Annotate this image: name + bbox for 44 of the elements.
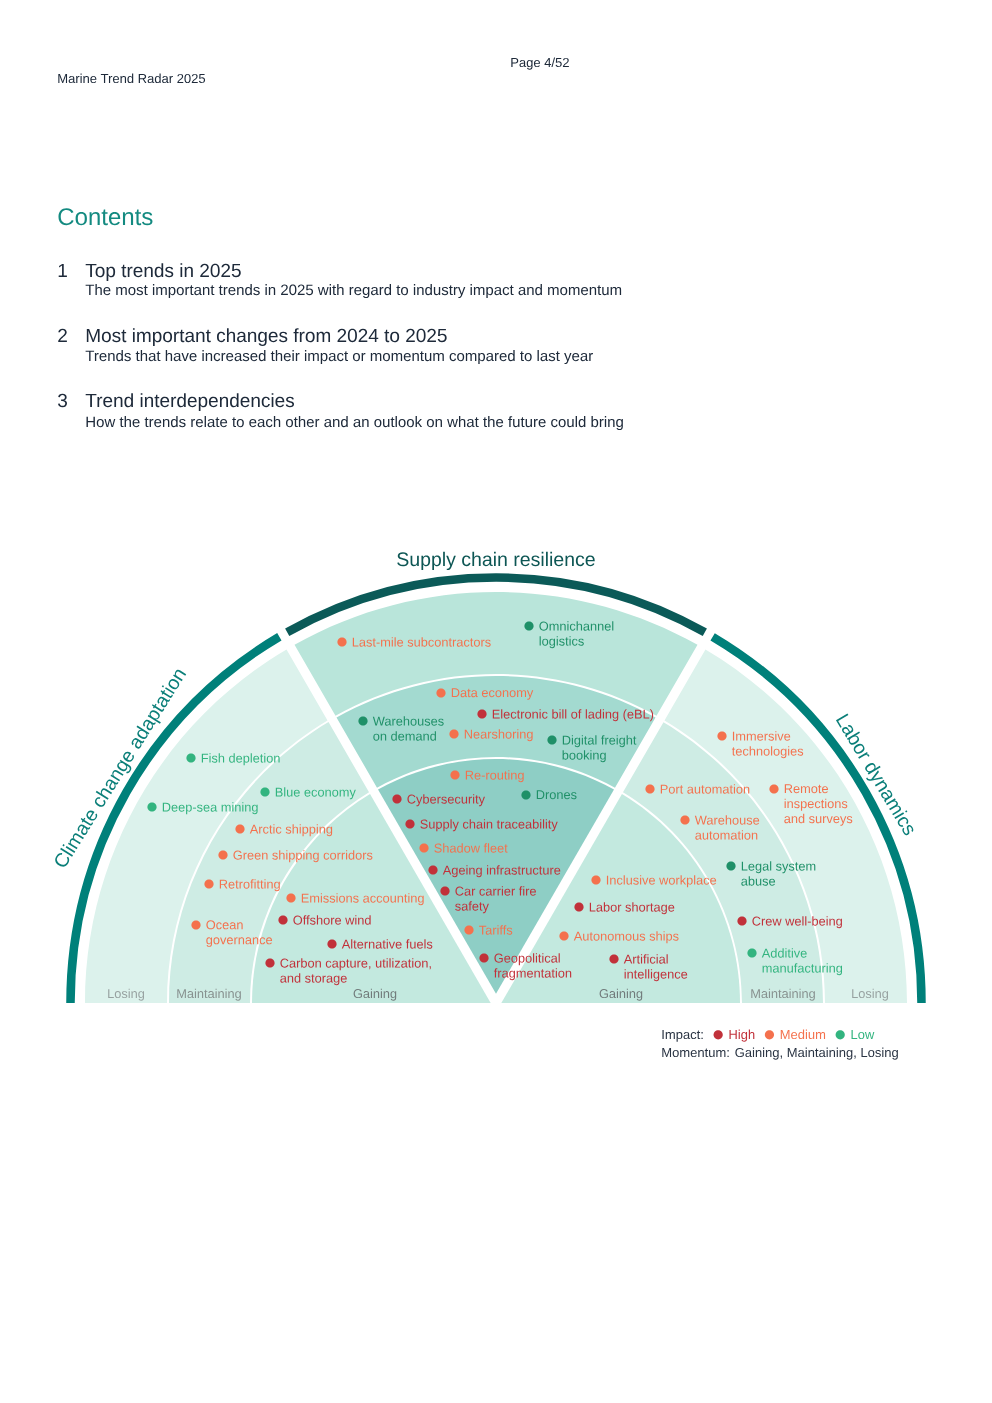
trend-label: Crew well-being <box>752 916 842 929</box>
trend-label: Digital freight booking <box>562 735 637 763</box>
running-header: Marine Trend Radar 2025 <box>58 73 206 84</box>
trend-label: Immersive technologies <box>731 731 804 759</box>
ring-segment <box>336 676 656 788</box>
trend-label: Alternative fuels <box>341 939 433 949</box>
trend-label: Remote inspections and surveys <box>784 784 853 826</box>
trend-label: Ocean governance <box>206 920 273 947</box>
legend-label: Low <box>851 1030 875 1040</box>
legend-label: High <box>729 1029 755 1042</box>
trend-label: Additive manufacturing <box>761 948 843 976</box>
legend-label: Medium <box>780 1029 826 1040</box>
section-description: The most important trends in 2025 with regard to industry impact and momentum <box>85 284 622 299</box>
trend-label: Deep-sea mining <box>162 802 258 815</box>
section-heading: Trend interdependencies <box>85 393 295 411</box>
section-number: 3 <box>58 393 67 408</box>
legend-note: Momentum: Gaining, Maintaining, Losing <box>662 1047 898 1060</box>
trend-label: Shadow fleet <box>434 843 508 853</box>
trend-label: Geopolitical fragmentation <box>493 953 572 981</box>
trend-label: Re-routing <box>465 770 524 783</box>
trend-label: Fish depletion <box>201 753 280 766</box>
trend-label: Retrofitting <box>219 879 280 892</box>
trend-label: Warehouses on demand <box>372 716 444 741</box>
trend-label: Supply chain traceability <box>420 819 558 832</box>
section-number: 2 <box>58 328 67 342</box>
trend-label: Ageing infrastructure <box>442 865 561 878</box>
section-heading: Top trends in 2025 <box>85 263 241 281</box>
trend-label: Last-mile subcontractors <box>352 637 491 647</box>
trend-label: Data economy <box>451 688 534 700</box>
trend-label: Car carrier fire safety <box>455 886 536 914</box>
section-number: 1 <box>58 263 67 277</box>
trend-label: Omnichannel logistics <box>539 621 614 649</box>
section-description: Trends that have increased their impact or momentum compared to last year <box>85 350 593 365</box>
section-heading: Most important changes from 2024 to 2025 <box>86 328 447 346</box>
trend-label: Legal system abuse <box>741 861 816 886</box>
legend-title: Impact: <box>662 1030 703 1042</box>
page-number: Page 4/52 <box>511 57 569 70</box>
trend-label: Electronic bill of lading (eBL) <box>492 709 654 722</box>
section-description: How the trends relate to each other and an outlook on what the future could bring <box>86 416 623 431</box>
trend-label: Nearshoring <box>464 729 533 742</box>
trend-label: Tariffs <box>479 925 513 935</box>
trend-label: Cybersecurity <box>407 794 485 807</box>
page-title: Contents <box>58 208 153 226</box>
trend-label: Drones <box>536 790 577 800</box>
